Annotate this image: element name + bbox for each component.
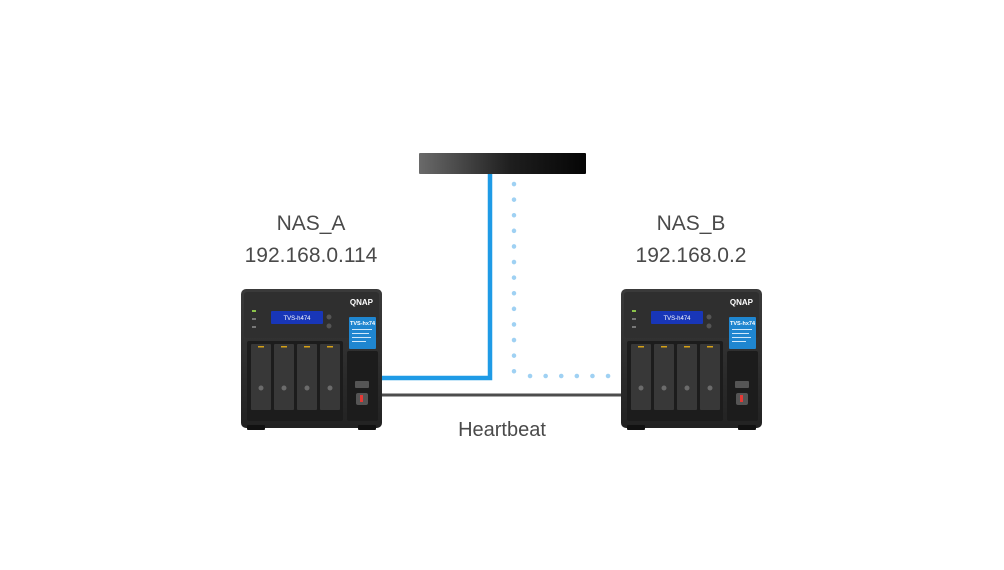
nas-a-brand-logo: QNAP [350, 298, 374, 307]
nas-b-drive-tray [654, 344, 674, 410]
nas-b-led [632, 326, 636, 328]
nas-b-led [632, 318, 636, 320]
nas-a-led [252, 310, 256, 312]
nas-b-foot [738, 425, 756, 430]
network-switch [419, 153, 586, 174]
heartbeat-label: Heartbeat [458, 419, 546, 441]
nas-a-lcd-button [326, 323, 332, 329]
nas-b-foot [627, 425, 645, 430]
active-link [381, 174, 493, 381]
nas-a-lcd-button [326, 314, 332, 320]
nas-a-led [252, 326, 256, 328]
nas-a-name: NAS_A [276, 212, 346, 235]
nas-b-led [632, 310, 636, 312]
nas-a-model-badge-text: TVS-hx74 [350, 321, 376, 327]
nas-b-drive-tray [700, 344, 720, 410]
nas-a-foot [358, 425, 376, 430]
nas-a-drive-tray [251, 344, 271, 410]
nas-b-device: QNAP TVS-h474 TVS-hx74 [621, 289, 762, 430]
nas-b-ip: 192.168.0.2 [635, 244, 747, 267]
nas-a-device: QNAP TVS-h474 TVS-hx74 [241, 289, 382, 430]
nas-b-usb-port [735, 381, 749, 388]
nas-a-lcd-text: TVS-h474 [283, 316, 311, 322]
nas-a-foot [247, 425, 265, 430]
nas-b-lcd [651, 311, 703, 324]
nas-b-lcd-button [706, 314, 712, 320]
nas-a-drive-tray [320, 344, 340, 410]
nas-b-lcd-button [706, 323, 712, 329]
nas-a-ip: 192.168.0.114 [244, 244, 378, 267]
nas-a-drive-tray [297, 344, 317, 410]
nas-a-drive-tray [274, 344, 294, 410]
nas-b-model-badge-text: TVS-hx74 [730, 321, 756, 327]
nas-b-drive-tray [677, 344, 697, 410]
nas-b-name: NAS_B [656, 212, 726, 235]
nas-a-led [252, 318, 256, 320]
nas-b-drive-tray [631, 344, 651, 410]
nas-b-lcd-text: TVS-h474 [663, 316, 691, 322]
nas-b-brand-logo: QNAP [730, 298, 754, 307]
nas-a-lcd [271, 311, 323, 324]
nas-a-usb-port [355, 381, 369, 388]
